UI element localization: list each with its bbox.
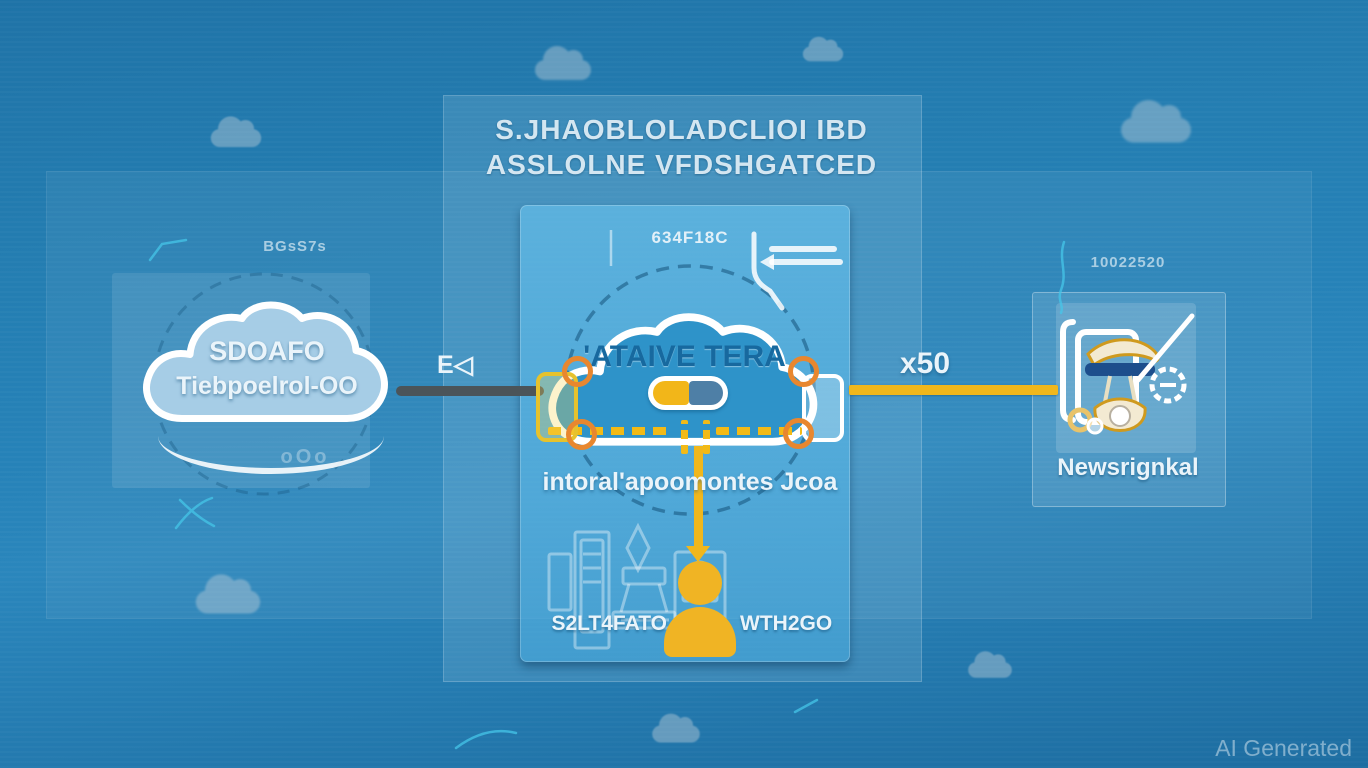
blue-bar xyxy=(1085,363,1155,376)
right-node-top-label: 10022520 xyxy=(1090,254,1166,271)
title-line-2: ASSLOLNE VFDSHGATCED xyxy=(485,149,878,180)
center-node-top-label: 634F18C xyxy=(651,228,729,247)
left-connector-label: E◁ xyxy=(437,351,473,379)
capsule-progress xyxy=(648,376,728,410)
background-cloud-icon xyxy=(968,651,1012,678)
orange-node-icon xyxy=(562,356,593,387)
tick-line-icon xyxy=(609,230,613,266)
background-cloud-icon xyxy=(1121,100,1191,143)
background-cloud-icon xyxy=(195,574,261,614)
down-arrow xyxy=(694,446,703,548)
footer-right-label: WTH2GO xyxy=(740,612,833,635)
person-icon-body xyxy=(664,607,736,657)
down-arrow-head xyxy=(686,546,710,562)
background-cloud-icon xyxy=(210,116,262,147)
background-cloud-icon xyxy=(535,46,591,80)
left-connector-arrow xyxy=(396,386,544,396)
orange-node-icon xyxy=(788,356,819,387)
center-subtitle: intoral'apoomontes Jcoa xyxy=(542,468,838,496)
left-cloud-label-2: Tiebpoelrol-OO xyxy=(176,372,358,400)
diagram-title: S.JHAOBLOLADCLIOI IBD ASSLOLNE VFDSHGATC… xyxy=(443,112,920,182)
dashed-line-right xyxy=(716,427,802,435)
dashed-line-left xyxy=(548,427,670,435)
orange-node-icon xyxy=(783,418,814,449)
orange-node-icon xyxy=(566,419,597,450)
right-node-caption: Newsrignkal xyxy=(1057,454,1199,481)
left-node-top-label: BGsS7s xyxy=(263,238,327,255)
title-line-1: S.JHAOBLOLADCLIOI IBD xyxy=(495,114,868,145)
left-cloud-label-1: SDOAFO xyxy=(209,336,325,366)
watermark: AI Generated xyxy=(1215,735,1352,761)
document-tool-icon xyxy=(1060,313,1195,435)
dashed-line-down-1 xyxy=(681,420,688,454)
bracket-lines-icon xyxy=(751,231,843,311)
background-cloud-icon xyxy=(652,713,700,743)
pencil-icon xyxy=(1135,313,1195,383)
left-cloud-icon xyxy=(143,301,388,422)
background-cloud-icon xyxy=(802,36,844,62)
center-cloud-title: 'ATAIVE TERA xyxy=(583,340,786,373)
right-connector-arrow xyxy=(849,385,1058,395)
dashed-line-down-2 xyxy=(703,420,710,454)
capsule-fill-blue xyxy=(689,381,723,405)
right-connector-label: x50 xyxy=(899,347,951,380)
gear-icon xyxy=(1149,366,1187,404)
device-icon-left xyxy=(536,372,578,442)
machine-icons xyxy=(547,522,727,650)
capsule-fill-yellow xyxy=(653,381,689,405)
swoosh-line xyxy=(158,430,384,474)
footer-left-label: S2LT4FATO xyxy=(551,612,667,635)
person-icon xyxy=(678,561,722,605)
